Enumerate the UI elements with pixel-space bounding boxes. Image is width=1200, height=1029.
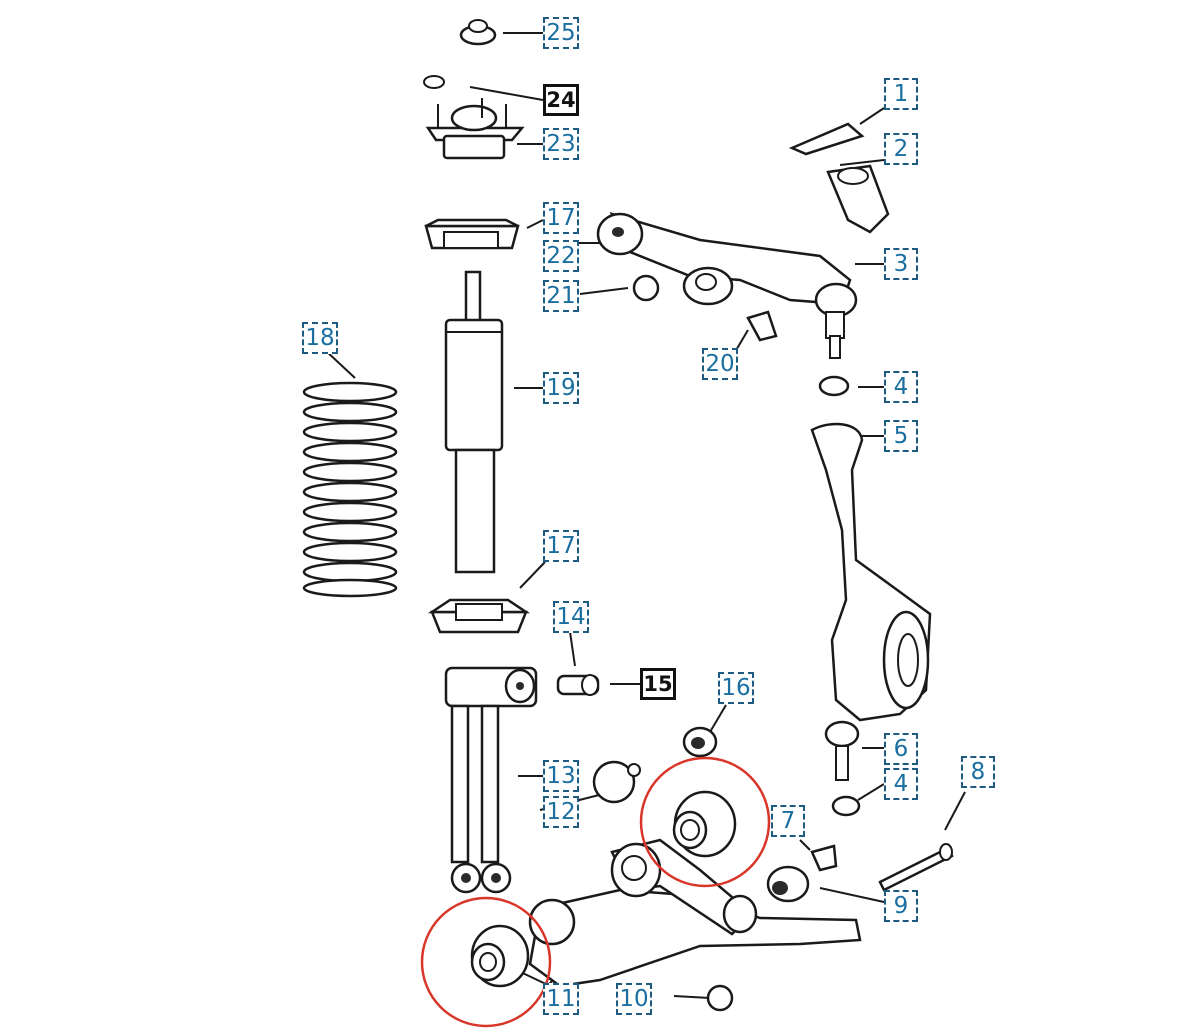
part-4-nut-lower <box>831 795 861 817</box>
callout-14: 14 <box>553 601 589 633</box>
callout-21: 21 <box>543 280 579 312</box>
part-24-nut <box>423 75 445 89</box>
callout-15: 15 <box>640 668 676 700</box>
part-14-bolt <box>556 674 600 696</box>
callout-1: 1 <box>884 78 918 110</box>
callout-7: 7 <box>771 805 805 837</box>
part-11-lower-control-arm <box>528 838 862 988</box>
callout-9: 9 <box>884 890 918 922</box>
leader-lines <box>324 32 966 999</box>
callout-12: 12 <box>543 796 579 828</box>
callout-23: 23 <box>543 128 579 160</box>
callout-20: 20 <box>702 348 738 380</box>
part-9-bushing <box>766 865 810 903</box>
callout-11: 11 <box>543 983 579 1015</box>
callout-3: 3 <box>884 248 918 280</box>
callout-17-lower: 17 <box>543 530 579 562</box>
part-17-upper-isolator <box>424 218 520 250</box>
part-2-bump-stop <box>826 164 890 234</box>
callout-6: 6 <box>884 733 918 765</box>
callout-8: 8 <box>961 756 995 788</box>
part-23-upper-mount <box>425 98 525 160</box>
callout-16: 16 <box>718 672 754 704</box>
part-19-shock-absorber <box>444 270 504 574</box>
part-21-nut <box>632 274 660 302</box>
callout-25: 25 <box>543 17 579 49</box>
callout-13: 13 <box>543 760 579 792</box>
callout-5: 5 <box>884 420 918 452</box>
part-25-nut <box>459 19 497 46</box>
highlight-circle-lower <box>420 896 552 1028</box>
part-3-upper-control-arm <box>596 212 858 359</box>
part-11-bushing-lower <box>470 924 530 988</box>
callout-4-lower: 4 <box>884 768 918 800</box>
callout-4-upper: 4 <box>884 371 918 403</box>
part-12-cam-bolt <box>592 760 641 804</box>
callout-17-upper: 17 <box>543 202 579 234</box>
highlight-circle-upper <box>639 756 771 888</box>
part-13-shock-clevis <box>444 666 538 894</box>
part-10-nut <box>706 984 734 1012</box>
part-7-bolt <box>810 844 838 872</box>
part-17-lower-isolator <box>427 598 531 634</box>
callout-19: 19 <box>543 372 579 404</box>
callout-18: 18 <box>302 322 338 354</box>
part-16-bushing <box>682 726 718 758</box>
callout-22: 22 <box>543 240 579 272</box>
part-11-bushing-upper <box>672 790 737 858</box>
part-20-bolt <box>746 310 778 342</box>
part-4-nut-upper <box>818 375 850 397</box>
part-1-bracket <box>788 122 865 156</box>
callout-2: 2 <box>884 133 918 165</box>
callout-10: 10 <box>616 983 652 1015</box>
part-5-steering-knuckle <box>810 422 932 781</box>
callout-24: 24 <box>543 84 579 116</box>
part-18-coil-spring <box>302 381 398 598</box>
part-8-long-bolt <box>878 843 954 892</box>
